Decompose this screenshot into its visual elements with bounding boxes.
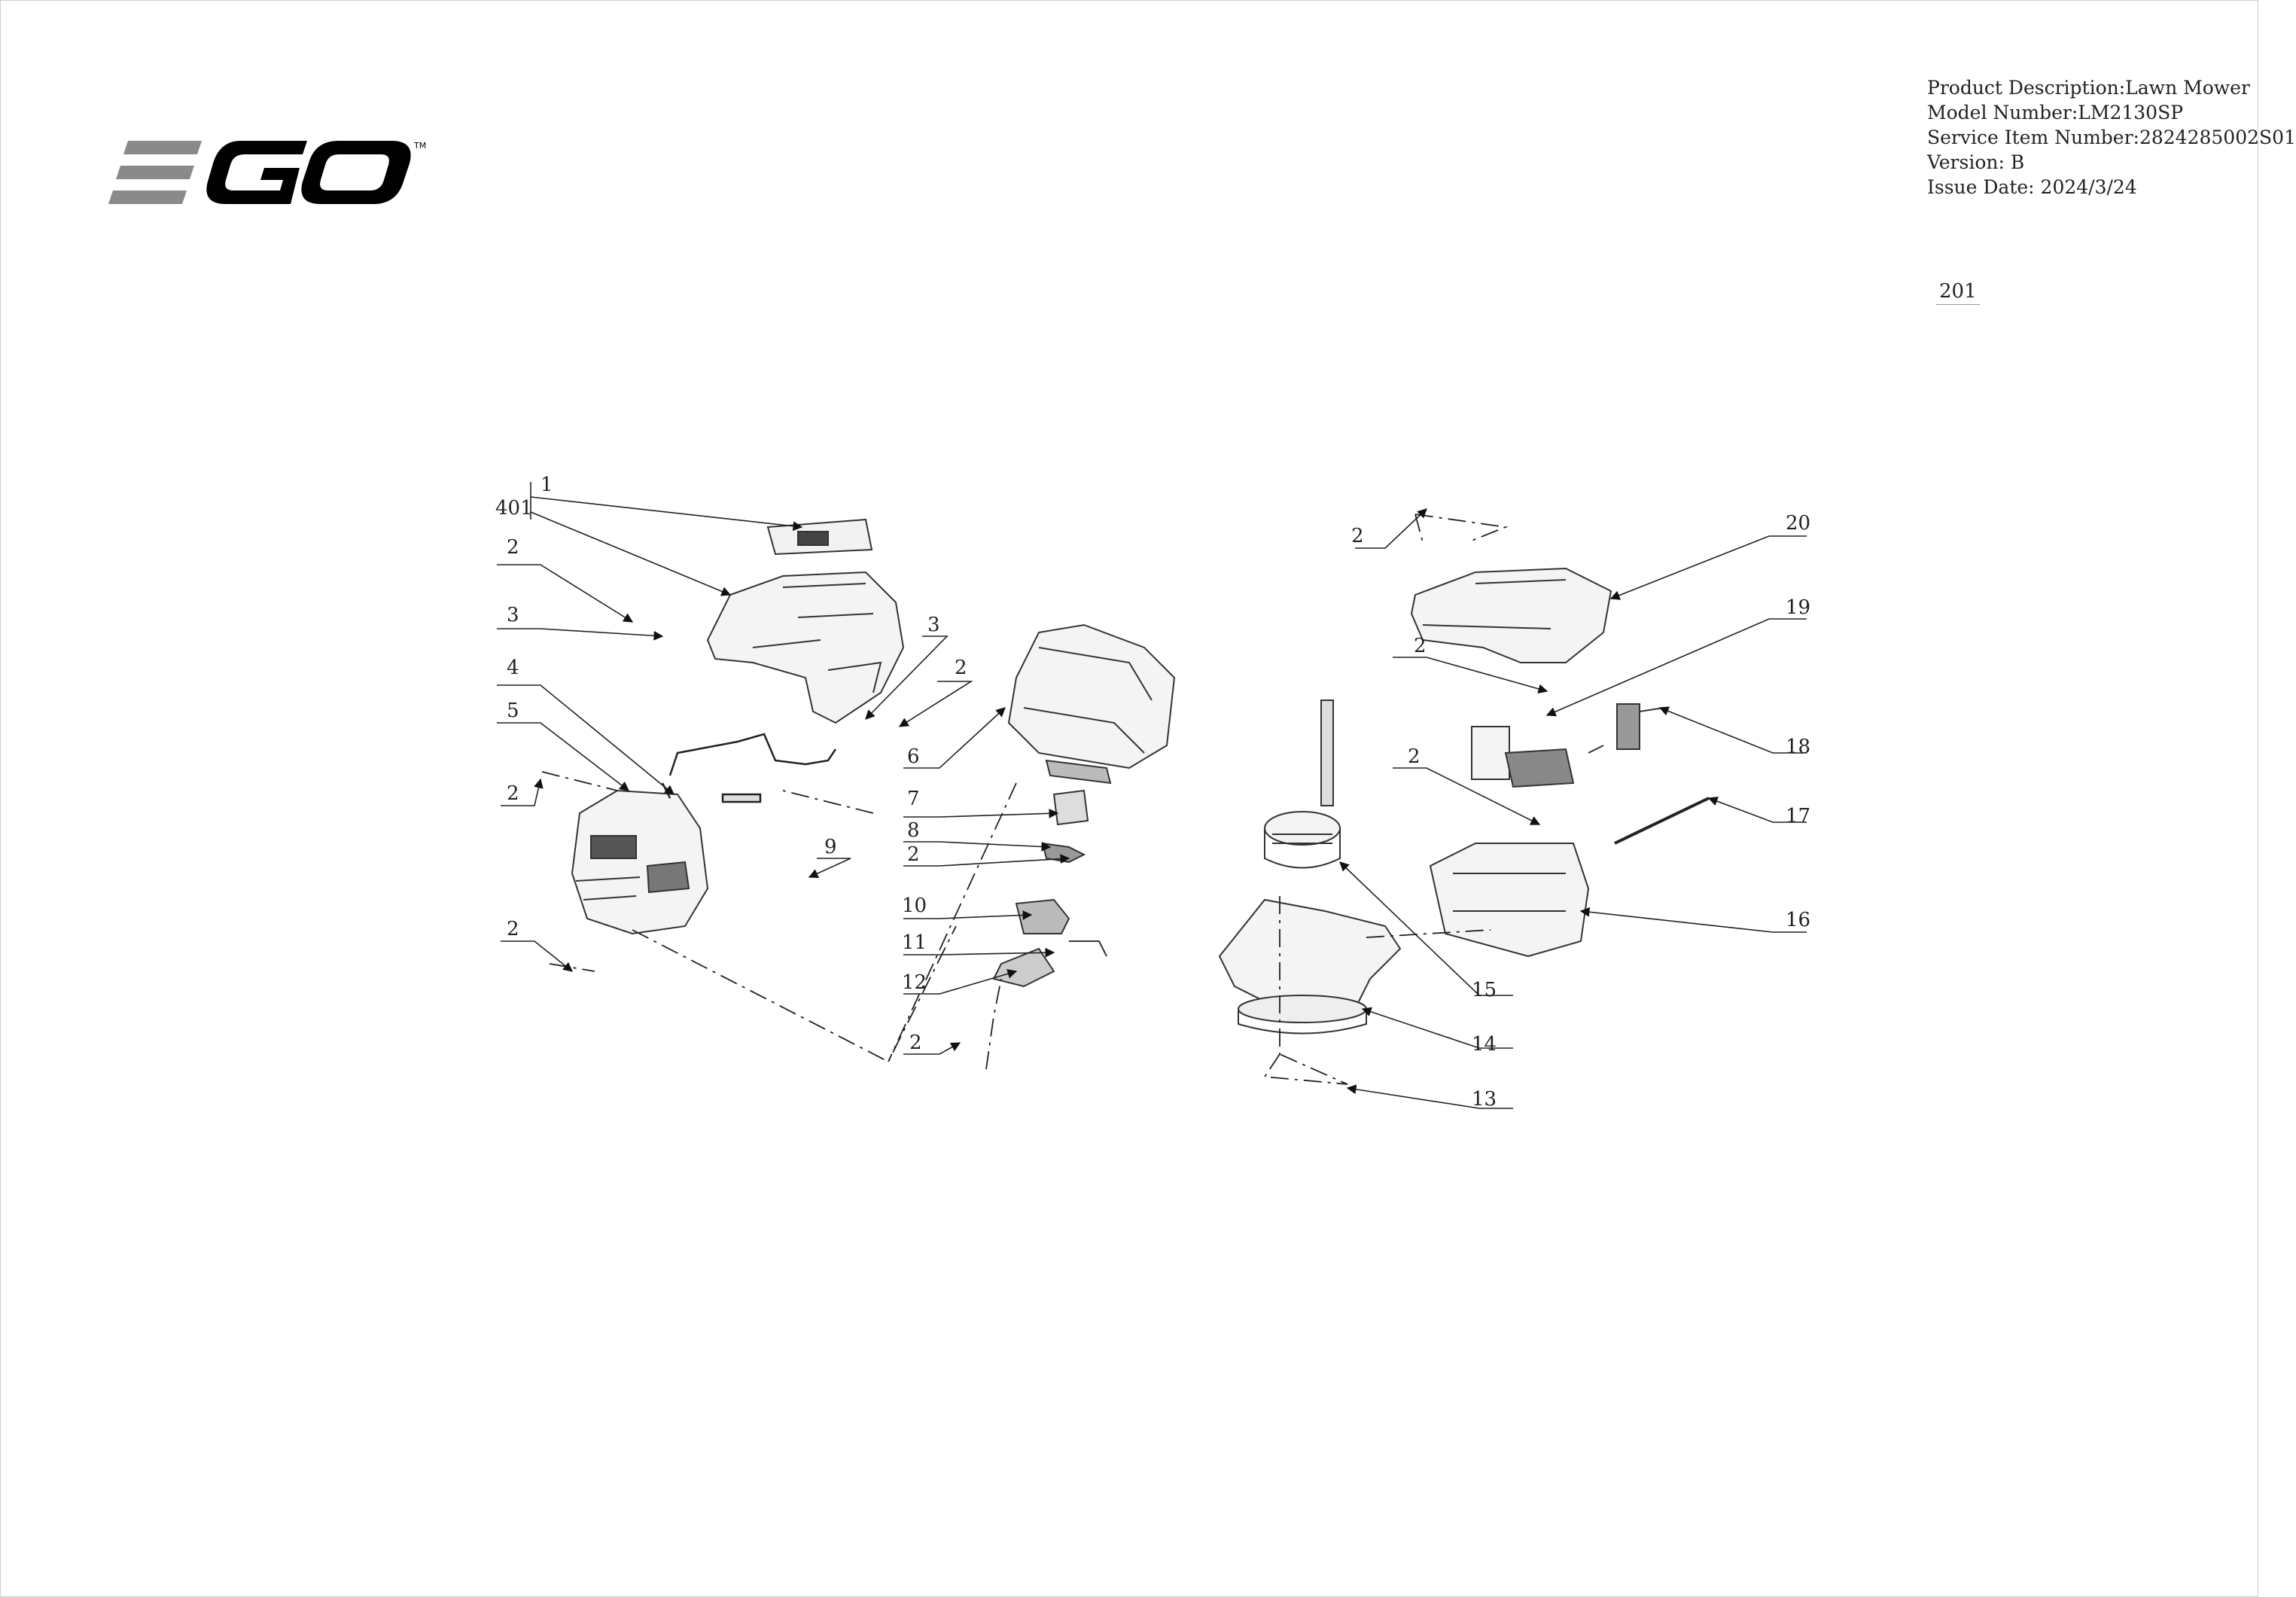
issue-date: Issue Date: 2024/3/24 — [1927, 176, 2137, 198]
callout-label: 2 — [507, 536, 519, 559]
callout-label: 2 — [507, 918, 519, 940]
left-dashed-guides — [541, 771, 1017, 1070]
callout-label: 16 — [1786, 909, 1810, 931]
callout-label: 9 — [824, 836, 837, 858]
callout-label: 6 — [907, 745, 920, 768]
version: Version: B — [1927, 151, 2025, 173]
callout-label: 20 — [1786, 512, 1810, 535]
callout-label: 2 — [955, 657, 967, 679]
callout-label: 1 — [541, 474, 553, 496]
part-battery-tray — [1429, 843, 1590, 958]
part-wire-harness — [661, 733, 837, 803]
callout-label: 10 — [902, 895, 927, 917]
callout-label: 7 — [907, 788, 920, 810]
callout-label: 12 — [902, 971, 927, 994]
callout-label: 2 — [907, 843, 920, 866]
model-number: Model Number:LM2130SP — [1927, 102, 2184, 123]
callout-label: 2 — [1351, 525, 1364, 547]
part-rear-cover — [1410, 567, 1612, 663]
part-upper-housing — [706, 571, 905, 724]
callout-label: 3 — [927, 614, 940, 636]
callout-label: 19 — [1786, 596, 1810, 619]
logo-go-letters — [206, 141, 411, 204]
part-motor — [1264, 699, 1341, 869]
callout-label: 401 — [495, 497, 533, 520]
trademark-mark: TM — [413, 141, 426, 151]
callout-label: 3 — [507, 604, 519, 626]
callout-label: 4 — [507, 657, 519, 679]
callout-label: 8 — [907, 819, 920, 842]
callout-label: 2 — [909, 1032, 922, 1054]
callout-leaders — [497, 482, 1807, 1109]
callout-label: 2 — [1408, 745, 1421, 768]
logo-e-stripes — [108, 141, 202, 204]
callout-label: 13 — [1472, 1088, 1497, 1111]
product-description: Product Description:Lawn Mower — [1927, 77, 2250, 99]
callout-label: 2 — [507, 782, 519, 805]
callout-label: 2 — [1414, 635, 1427, 657]
part-handle-housing — [1007, 623, 1176, 785]
page-number: 201 — [1936, 280, 1980, 305]
callout-label: 18 — [1786, 736, 1810, 758]
parts-switch-stack — [992, 789, 1107, 988]
part-lower-housing — [571, 789, 709, 935]
document-info: Product Description:Lawn Mower Model Num… — [1927, 75, 2296, 200]
callout-label: 17 — [1786, 805, 1810, 827]
part-wire-cable — [1614, 797, 1710, 845]
callout-labels: 1 401 2 3 3 2 4 5 2 6 7 8 9 2 10 11 2 12… — [495, 474, 1810, 1111]
part-control-module — [1471, 703, 1664, 788]
service-item-number: Service Item Number:2824285002S01 — [1927, 126, 2296, 148]
callout-label: 14 — [1472, 1033, 1497, 1056]
callout-label: 5 — [507, 699, 519, 722]
part-motor-housing — [1218, 898, 1402, 1035]
callout-label: 15 — [1472, 979, 1497, 1001]
callout-label: 11 — [902, 931, 927, 954]
ego-logo: TM — [108, 141, 426, 204]
